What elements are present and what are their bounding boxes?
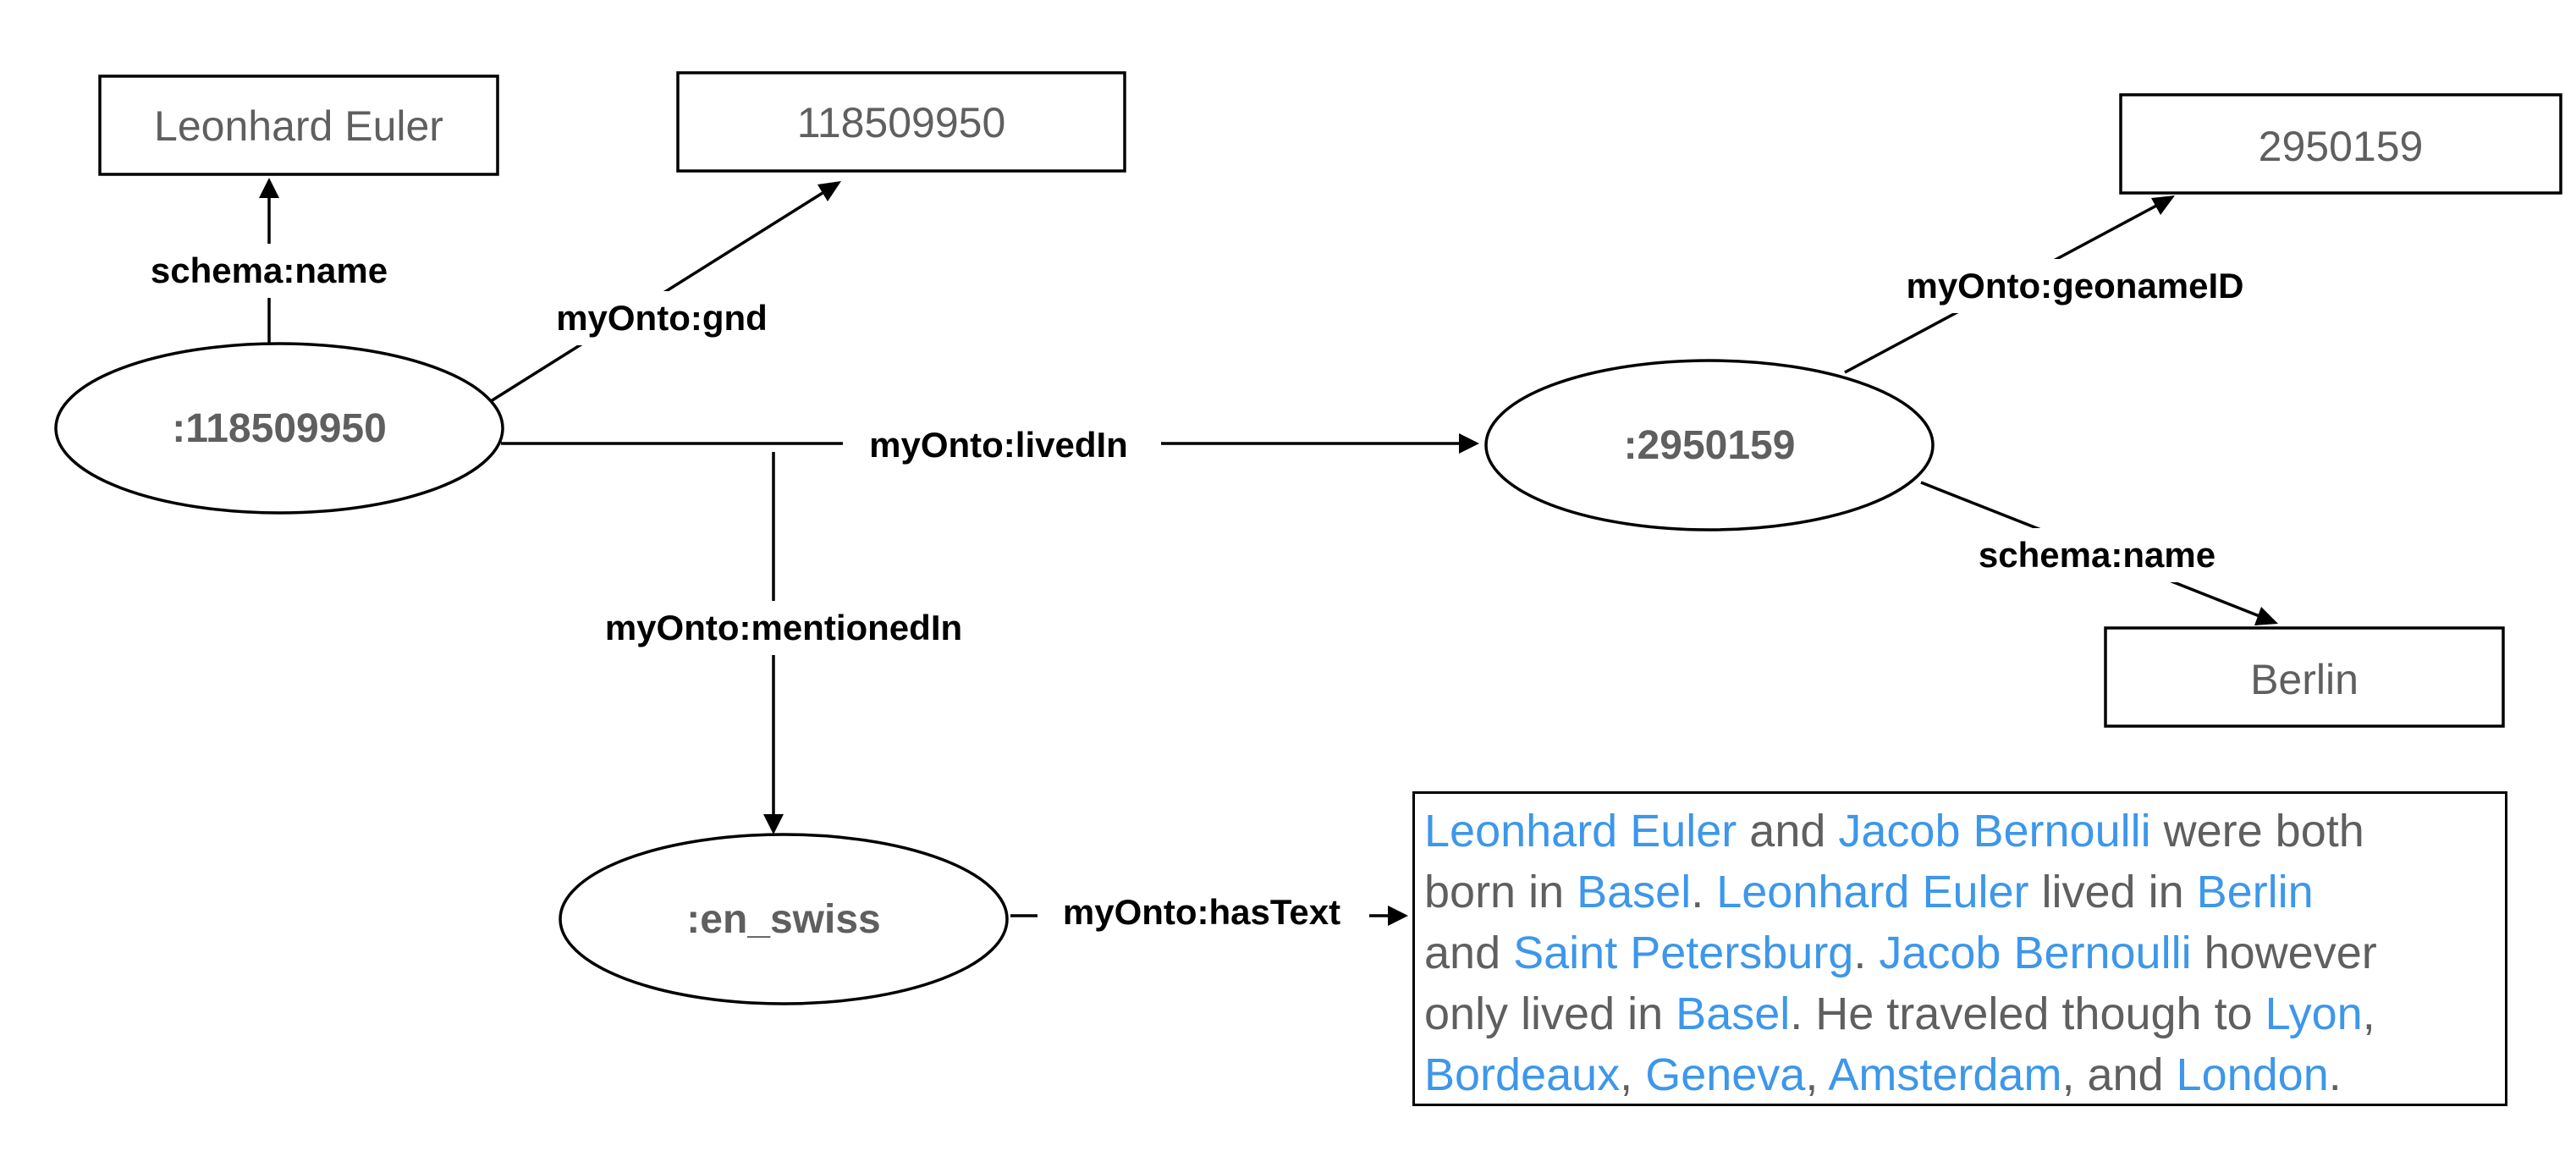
- entity-mention: Jacob Bernoulli: [1838, 806, 2151, 856]
- edge-label-mentioned-in: myOnto:mentionedIn: [605, 608, 962, 647]
- plain-text: , and: [2061, 1049, 2177, 1100]
- node-ellipse-doc: [559, 833, 1009, 1005]
- literal-box-euler-name: [98, 74, 499, 176]
- text-line: and Saint Petersburg. Jacob Bernoulli ho…: [1424, 922, 2496, 983]
- edge-label-lived-in: myOnto:livedIn: [869, 425, 1128, 465]
- text-line: Leonhard Euler and Jacob Bernoulli were …: [1424, 801, 2496, 862]
- plain-text: and: [1737, 806, 1839, 856]
- entity-mention: Berlin: [2196, 867, 2314, 917]
- plain-text: however: [2191, 928, 2377, 978]
- plain-text: born in: [1424, 867, 1577, 917]
- literal-box-city-name: [2104, 626, 2505, 728]
- arrowhead-schema-name-euler: [259, 178, 279, 198]
- literal-euler-gnd: 118509950: [797, 99, 1006, 146]
- arrowhead-has-text: [1388, 906, 1408, 926]
- node-doc: :en_swiss: [686, 897, 880, 942]
- edge-label-gnd: myOnto:gnd: [556, 298, 768, 338]
- entity-mention: Jacob Bernoulli: [1879, 928, 2192, 978]
- entity-mention: Leonhard Euler: [1424, 806, 1737, 856]
- arrowhead-schema-name-city: [2254, 607, 2278, 625]
- literal-city-geoname: 2950159: [2259, 123, 2424, 170]
- literals: Leonhard Euler 118509950 2950159 Berlin: [98, 71, 2562, 728]
- plain-text: were both: [2150, 806, 2364, 856]
- entity-mention: Saint Petersburg: [1513, 928, 1854, 978]
- text-line: only lived in Basel. He traveled though …: [1424, 983, 2496, 1044]
- arrowhead-mentioned-in: [763, 814, 784, 834]
- entity-mention: Amsterdam: [1828, 1049, 2062, 1100]
- node-ellipse-city: [1484, 359, 1935, 531]
- literal-box-city-geoname: [2119, 93, 2562, 195]
- node-euler: :118509950: [172, 406, 387, 451]
- edge-labels: schema:name myOnto:gnd myOnto:livedIn my…: [124, 244, 2273, 939]
- document-text-box: Leonhard Euler and Jacob Bernoulli were …: [1412, 791, 2507, 1106]
- edge-label-schema-name-euler: schema:name: [151, 251, 388, 290]
- plain-text: lived in: [2028, 867, 2197, 917]
- plain-text: .: [2328, 1049, 2342, 1100]
- entity-mention: London: [2176, 1049, 2329, 1100]
- edge-label-has-text: myOnto:hasText: [1063, 892, 1340, 932]
- edge-label-geoname-id: myOnto:geonameID: [1906, 266, 2243, 306]
- text-line: Bordeaux, Geneva, Amsterdam, and London.: [1424, 1044, 2496, 1104]
- entity-mention: Geneva: [1645, 1049, 1806, 1100]
- entity-mention: Leonhard Euler: [1716, 867, 2029, 917]
- plain-text: . He traveled though to: [1790, 989, 2265, 1039]
- node-ellipse-euler: [54, 342, 504, 515]
- plain-text: ,: [1805, 1049, 1829, 1100]
- entity-mention: Lyon: [2265, 989, 2363, 1039]
- literal-box-euler-gnd: [676, 71, 1126, 173]
- arrowhead-gnd: [817, 181, 841, 201]
- plain-text: ,: [2362, 989, 2375, 1039]
- text-line: born in Basel. Leonhard Euler lived in B…: [1424, 862, 2496, 922]
- resource-nodes: :118509950 :2950159 :en_swiss: [54, 342, 1935, 1005]
- node-city: :2950159: [1624, 423, 1796, 468]
- entity-mention: Bordeaux: [1424, 1049, 1621, 1100]
- plain-text: .: [1853, 928, 1880, 978]
- arrowhead-geoname-id: [2151, 196, 2175, 215]
- arrowhead-lived-in: [1459, 433, 1479, 454]
- literal-city-name: Berlin: [2250, 656, 2359, 703]
- literal-euler-name: Leonhard Euler: [154, 102, 443, 150]
- edge-label-schema-name-city: schema:name: [1979, 535, 2215, 575]
- plain-text: .: [1691, 867, 1717, 917]
- entity-mention: Basel: [1577, 867, 1692, 917]
- plain-text: only lived in: [1424, 989, 1676, 1039]
- entity-mention: Basel: [1676, 989, 1791, 1039]
- plain-text: ,: [1620, 1049, 1646, 1100]
- plain-text: and: [1424, 928, 1514, 978]
